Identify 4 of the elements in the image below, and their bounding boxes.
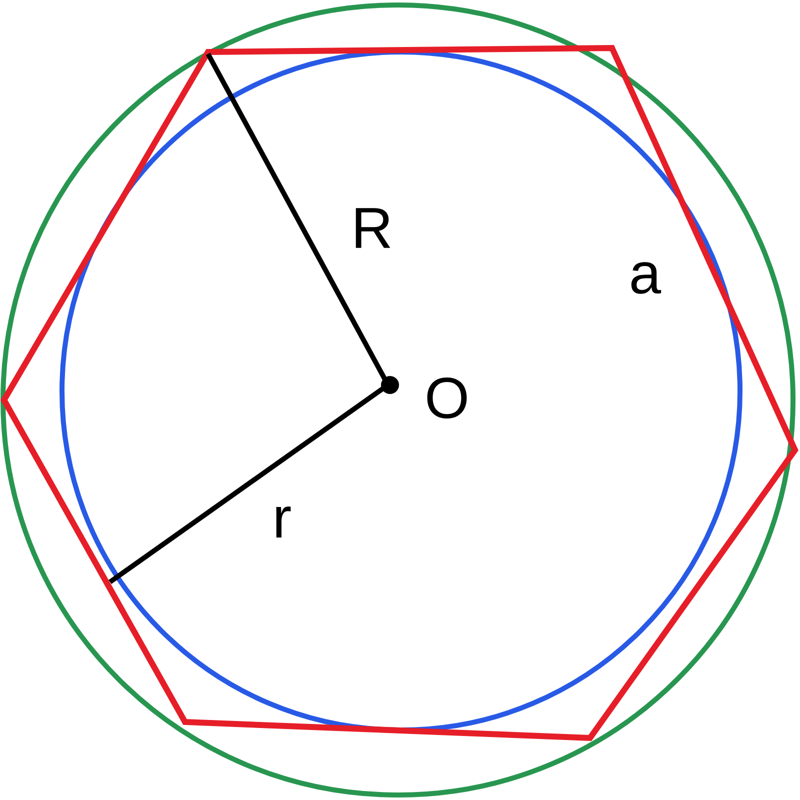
- radius-label: R: [356, 208, 390, 248]
- side-label: a: [631, 262, 662, 294]
- radius-label: r: [276, 506, 291, 538]
- center-label: O: [427, 378, 467, 418]
